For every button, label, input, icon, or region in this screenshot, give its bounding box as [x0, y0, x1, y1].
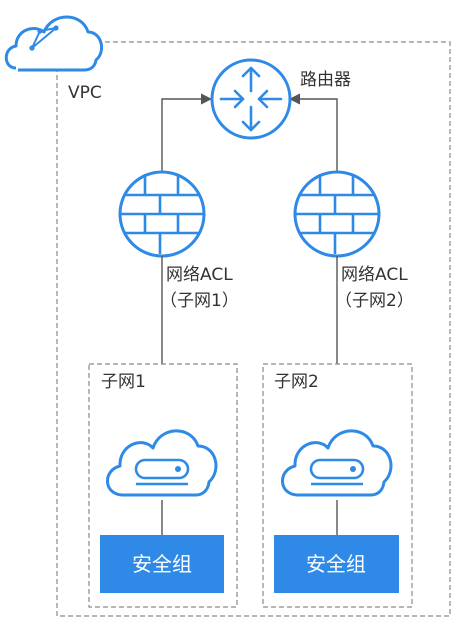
subnet-2-label: 子网2	[274, 372, 319, 392]
router-icon	[210, 58, 292, 140]
security-group-2: 安全组	[274, 535, 399, 593]
acl-1-label-line1: 网络ACL	[166, 265, 233, 285]
acl2-to-router-connector	[288, 93, 338, 172]
acl-1-label-line2: （子网1）	[160, 291, 239, 311]
acl-2-firewall-icon	[293, 170, 381, 258]
acl-2-label-line1: 网络ACL	[341, 265, 408, 285]
subnet-1-boundary	[88, 363, 238, 608]
subnet-1-cloud-server-icon	[106, 429, 218, 497]
acl-2-label-line2: （子网2）	[335, 291, 414, 311]
vpc-cloud-icon	[4, 15, 104, 72]
vpc-boundary	[56, 41, 451, 617]
security-group-1-label: 安全组	[132, 552, 192, 576]
acl-1-firewall-icon	[118, 170, 206, 258]
security-group-2-label: 安全组	[306, 552, 366, 576]
subnet-1-label: 子网1	[101, 372, 146, 392]
subnet-2-cloud-server-icon	[281, 429, 393, 497]
subnet-2-boundary	[262, 363, 413, 608]
router-label: 路由器	[300, 70, 351, 90]
vpc-label: VPC	[68, 83, 102, 103]
security-group-1: 安全组	[100, 535, 224, 593]
acl1-to-router-connector	[161, 93, 213, 172]
